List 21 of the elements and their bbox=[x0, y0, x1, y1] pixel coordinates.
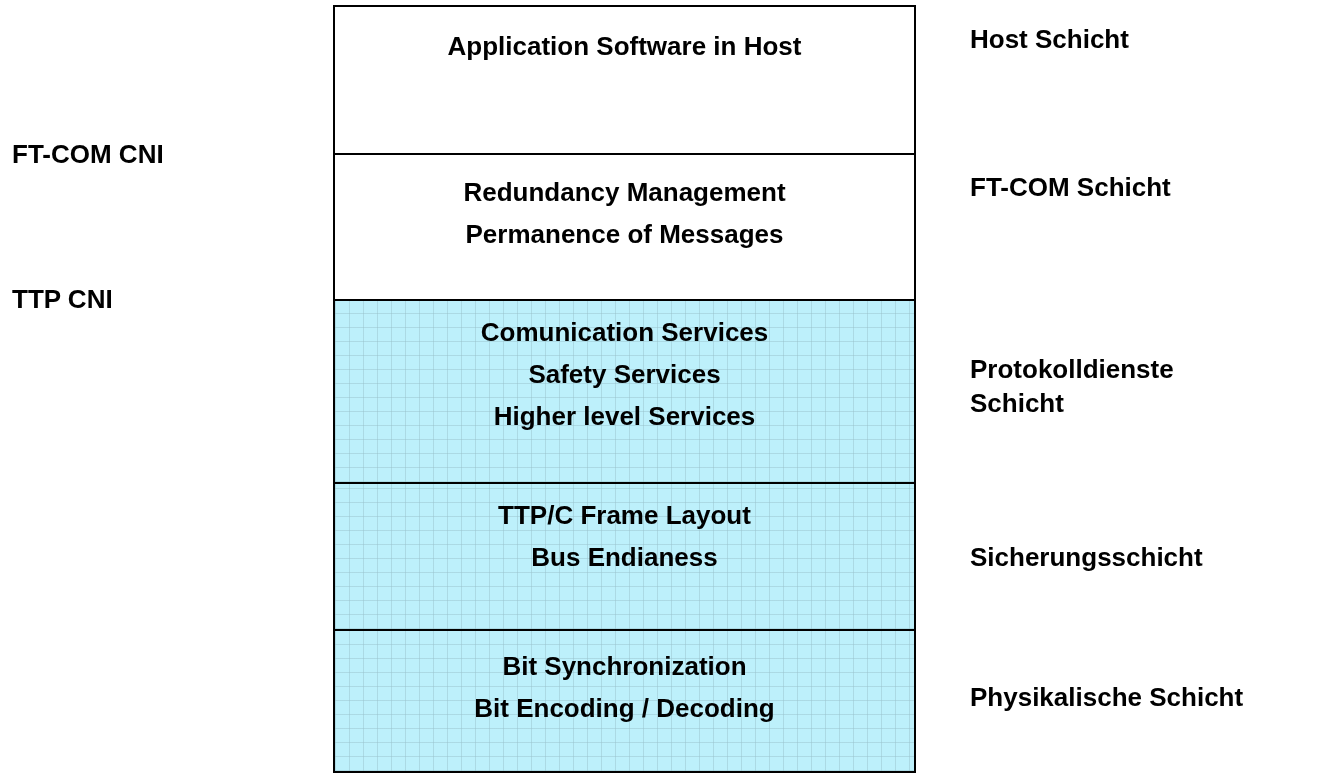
layer-name: Protokolldienste Schicht bbox=[970, 353, 1175, 420]
layer-box bbox=[333, 299, 916, 484]
layer-text: Application Software in Host bbox=[447, 30, 802, 63]
layer-text: TTP/C Frame Layout bbox=[498, 499, 751, 532]
layer-text: Redundancy Management bbox=[463, 176, 786, 209]
layer-text: Bit Synchronization bbox=[502, 650, 747, 683]
layer-text: Higher level Services bbox=[493, 400, 756, 433]
layer-text: Safety Services bbox=[528, 358, 721, 391]
layer-box bbox=[333, 482, 916, 631]
layer-text: Bit Encoding / Decoding bbox=[474, 692, 775, 725]
layer-text: Bus Endianess bbox=[531, 541, 718, 574]
interface-label: FT-COM CNI bbox=[12, 138, 164, 171]
layer-name: Physikalische Schicht bbox=[970, 681, 1245, 714]
layer-box bbox=[333, 5, 916, 155]
layer-box bbox=[333, 629, 916, 773]
layer-text: Permanence of Messages bbox=[465, 218, 784, 251]
layer-text: Comunication Services bbox=[480, 316, 769, 349]
layer-name: Sicherungsschicht bbox=[970, 541, 1204, 574]
layer-name: Host Schicht bbox=[970, 23, 1130, 56]
layer-name: FT-COM Schicht bbox=[970, 171, 1172, 204]
interface-label: TTP CNI bbox=[12, 283, 113, 316]
